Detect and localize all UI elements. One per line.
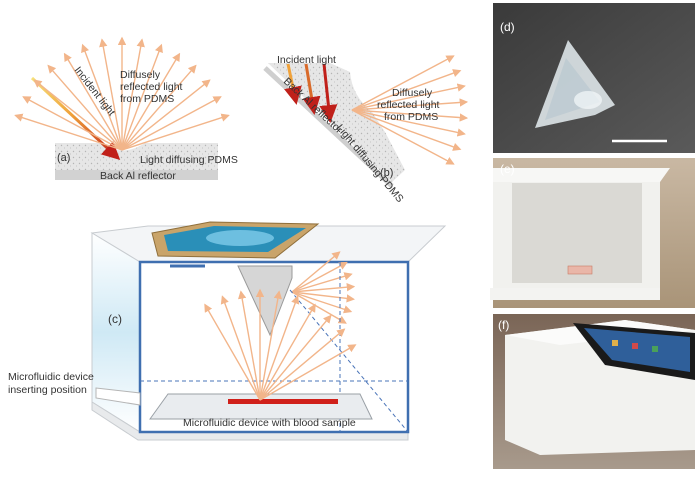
diffuse-ray-a-5 [121,52,181,151]
diffuse-ray-c-top-4 [291,283,356,293]
diffuse-ray-c-top-1 [291,291,347,324]
incident-ray-b-1 [284,63,302,105]
panel-a-label: (a) [57,152,70,164]
pdms-layer-a [55,143,218,170]
photo-e-label: (e) [500,162,515,176]
diffuse-ray-c-top-7 [291,251,341,293]
pdms-label-a: Light diffusing PDMS [140,154,238,166]
diffuse-ray-c-bottom-9 [220,295,261,401]
diffuse-label-b-3: from PDMS [384,111,438,123]
incident-ray-b-2 [302,63,321,115]
diffuse-ray-c-bottom-2 [259,328,346,401]
diffuse-ray-a-15 [14,113,123,151]
diffuse-ray-b-3 [351,109,466,137]
diffuse-ray-b-7 [351,69,462,111]
photo-d-label: (d) [500,20,515,34]
photo-e [490,158,695,308]
diffuse-ray-a-4 [121,64,197,151]
diffuse-ray-c-bottom-1 [259,344,357,401]
diffuse-ray-b-5 [351,98,469,111]
diffuse-ray-b-2 [351,109,462,151]
diffuse-ray-a-3 [121,79,211,151]
device-caption: Microfluidic device with blood sample [183,417,356,429]
diffuse-ray-c-bottom-10 [204,303,261,401]
reflector-label-a: Back Al reflector [100,170,176,182]
panel-c-label: (c) [108,312,122,326]
panel-b-label: (b) [380,167,393,179]
diffuse-ray-c-bottom-8 [237,290,261,401]
diffuse-ray-a-9 [99,38,123,151]
diffuse-fan-a [14,36,230,151]
diffuse-label-a-1: Diffusely [120,69,161,81]
diffuse-fan-c-top [291,251,356,324]
diffuse-ray-b-8 [351,55,455,111]
diffuse-ray-c-top-5 [291,272,353,293]
diffuse-label-b-2: reflected light [377,99,440,111]
diffuse-ray-c-bottom-5 [259,295,300,401]
smartphone [151,221,320,259]
diffuse-ray-c-top-6 [291,261,348,293]
diffuse-label-a-3: from PDMS [120,93,174,105]
panel-b: Incident light Diffusely reflected light… [263,54,469,205]
diffuse-ray-a-2 [121,96,222,151]
diffuse-ray-c-bottom-4 [259,303,316,401]
diffuse-ray-a-7 [121,38,145,151]
insert-slot [95,387,141,406]
photo-d [493,3,695,153]
diffuse-ray-a-12 [47,64,123,151]
diffuse-label-a-2: reflected light [120,81,183,93]
diffuse-ray-a-11 [63,52,123,151]
diffuse-ray-a-6 [121,43,163,151]
incident-label-b: Incident light [277,54,336,66]
incident-label-a: Incident light [72,64,118,118]
blood-channel [228,399,338,404]
diffuse-ray-b-6 [351,83,466,111]
photo-f [493,314,695,469]
diffuse-ray-c-bottom-6 [259,290,283,401]
insert-label-1: Microfluidic device [8,371,94,383]
diffuse-ray-c-top-3 [291,291,355,303]
al-reflector-a [55,170,218,180]
insert-label-2: inserting position [8,384,87,396]
photo-f-label: (f) [498,318,510,332]
diffuse-ray-a-1 [121,113,230,151]
panel-a: Incident light Diffusely reflected light… [14,36,238,182]
diffuse-ray-a-10 [81,43,123,151]
diffuse-fan-c-bottom [204,288,357,401]
diffuse-ray-b-1 [351,109,455,165]
incident-ray-b-3 [319,63,338,123]
diffuse-fan-b [351,55,469,165]
box-front-frame [138,260,410,434]
diffuse-ray-a-13 [33,79,123,151]
diffuse-ray-c-top-2 [291,291,353,314]
diffuse-ray-a-14 [22,96,123,151]
panel-c: (c) Microfluidic device inserting positi… [8,221,447,441]
diffuse-ray-c-bottom-3 [259,314,332,401]
diffuse-ray-b-4 [351,109,469,122]
diffuse-label-b-1: Diffusely [392,87,433,99]
